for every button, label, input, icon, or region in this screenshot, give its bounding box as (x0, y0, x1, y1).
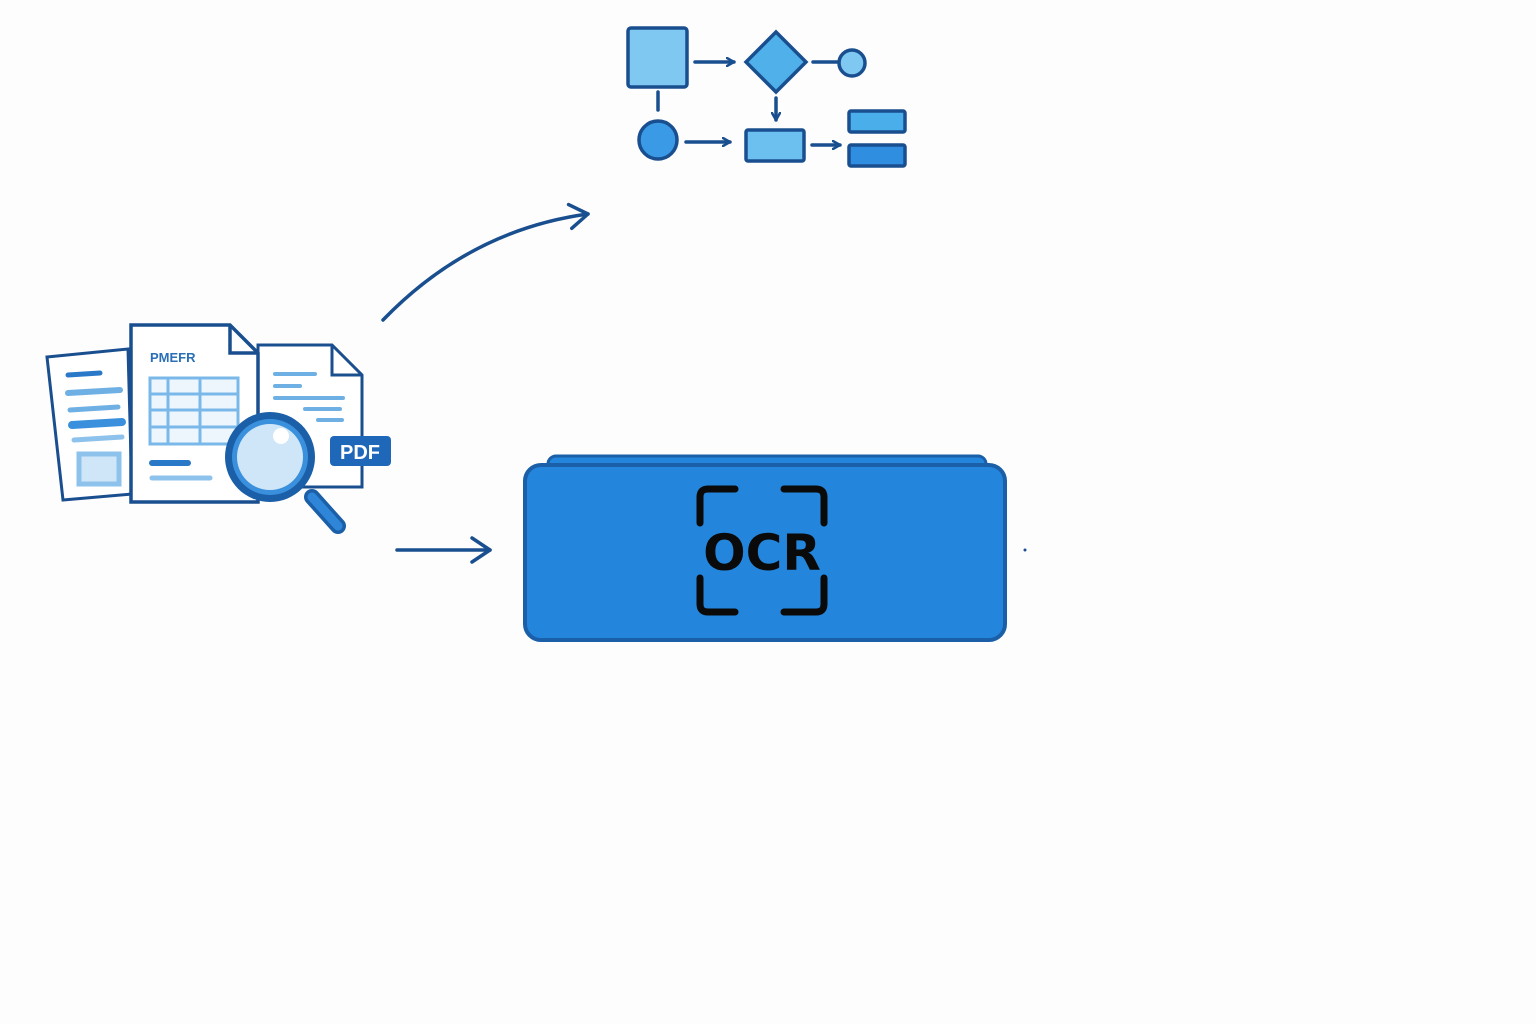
flowchart-square (626, 26, 689, 89)
pdf-badge: PDF (330, 436, 391, 466)
flowchart-output-bar-2 (847, 143, 907, 168)
table-grid-icon (148, 376, 240, 446)
flowchart-start-circle (637, 119, 679, 161)
scan-frame-icon (696, 485, 828, 616)
left-document-icon (45, 347, 134, 502)
flowchart-end-circle (837, 48, 867, 78)
flowchart-output-bar-1 (847, 109, 907, 134)
flowchart-diamond (743, 29, 809, 95)
dot-mark (1023, 548, 1027, 552)
form-title: PMEFR (150, 350, 196, 365)
pdf-badge-label: PDF (340, 442, 380, 464)
documents-icon: PMEFR PDF (45, 323, 391, 534)
curved-arrow-to-flowchart (381, 202, 590, 322)
magnifier-icon (225, 412, 346, 534)
ocr-label: OCR (703, 524, 821, 582)
flowchart-icon (626, 26, 907, 168)
ocr-box: OCR (523, 454, 1007, 642)
flowchart-process-box (744, 128, 806, 163)
